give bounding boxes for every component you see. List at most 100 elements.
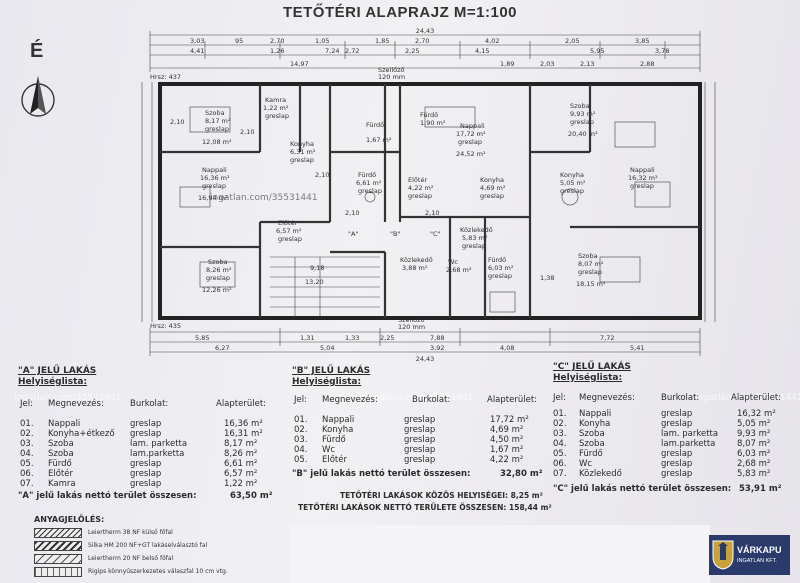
svg-text:Nappali: Nappali [630,166,655,174]
apartment-a-total-label: "A" jelű lakás nettó terület összesen: [18,491,197,501]
cell-floor: greslap [404,435,436,445]
cell-floor: greslap [661,409,693,419]
cell-name: Szoba [48,439,74,449]
cell-floor: greslap [661,469,693,479]
svg-text:6,03 m²: 6,03 m² [488,264,514,272]
cell-name: Konyha [322,425,354,435]
cell-jel: 04. [294,445,308,455]
cell-jel: 05. [294,455,308,465]
varkapu-logo: VÁRKAPU INGATLAN KFT. [709,535,790,575]
svg-text:5,95: 5,95 [590,47,604,55]
apartment-c-total-label: "C" jelű lakás nettó terület összesen: [553,484,732,494]
cell-area: 4,69 m² [490,425,524,435]
col-floor: Burkolat: [412,395,451,405]
apartment-c-title: "C" JELŰ LAKÁS [553,362,631,372]
cell-floor: lam.parketta [661,439,716,449]
svg-text:9,93 m²: 9,93 m² [570,110,596,118]
cell-floor: greslap [130,419,162,429]
svg-text:Közlekedő: Közlekedő [400,255,433,264]
cell-jel: 05. [20,459,34,469]
cell-floor: greslap [404,445,436,455]
svg-text:24,52 m²: 24,52 m² [456,150,486,158]
cell-jel: 02. [553,419,567,429]
svg-text:greslap: greslap [205,125,229,133]
cell-name: Kamra [48,479,76,489]
svg-text:Fürdő: Fürdő [488,255,506,264]
svg-text:Közlekedő: Közlekedő [460,225,493,234]
cell-jel: 03. [553,429,567,439]
coat-of-arms-icon [712,540,734,570]
cell-name: Szoba [579,439,605,449]
svg-text:Konyha: Konyha [480,176,504,184]
svg-text:1,26: 1,26 [270,47,284,55]
cell-name: Fürdő [579,449,603,459]
col-jel: Jel: [20,399,33,409]
svg-text:17,72 m²: 17,72 m² [456,130,486,138]
cell-area: 5,05 m² [737,419,771,429]
cell-name: Fürdő [48,459,72,469]
svg-text:greslap: greslap [630,182,654,190]
svg-text:greslap: greslap [578,268,602,276]
apartment-c-table: "C" JELŰ LAKÁS Helyiséglista: Jel: Megne… [553,362,785,507]
svg-text:5,05 m²: 5,05 m² [560,179,586,187]
svg-text:6,27: 6,27 [215,344,229,352]
svg-text:Szoba: Szoba [205,109,225,117]
svg-text:Hrsz: 437: Hrsz: 437 [150,73,181,81]
svg-text:greslap: greslap [488,272,512,280]
col-area: Alapterület: [731,393,782,403]
svg-text:Szellőző: Szellőző [378,65,405,74]
cell-floor: greslap [130,459,162,469]
svg-text:greslap: greslap [480,192,504,200]
svg-text:5,83 m²: 5,83 m² [462,234,488,242]
cell-floor: lam.parketta [130,449,185,459]
cell-name: Előtér [48,469,73,479]
col-floor: Burkolat: [130,399,169,409]
svg-text:3,03: 3,03 [190,37,204,45]
svg-text:Nappali: Nappali [202,166,227,174]
cell-area: 1,67 m² [490,445,524,455]
svg-text:3,88 m²: 3,88 m² [402,264,428,272]
svg-text:greslap: greslap [278,235,302,243]
cell-area: 4,50 m² [490,435,524,445]
cell-floor: greslap [404,415,436,425]
svg-text:1,89: 1,89 [500,60,514,68]
svg-text:95: 95 [235,37,243,45]
cell-name: Nappali [48,419,81,429]
svg-text:2,70: 2,70 [270,37,284,45]
cell-floor: greslap [661,419,693,429]
blank-paper-area [290,525,710,583]
svg-text:greslap: greslap [408,192,432,200]
svg-text:4,69 m²: 4,69 m² [480,184,506,192]
apartment-c-subtitle: Helyiséglista: [553,373,623,383]
cell-name: Szoba [579,429,605,439]
legend-swatch [34,528,82,538]
svg-text:2,25: 2,25 [405,47,419,55]
svg-text:7,72: 7,72 [600,334,614,342]
svg-text:2,72: 2,72 [345,47,359,55]
svg-text:12,26 m²: 12,26 m² [202,286,232,294]
svg-text:2,88: 2,88 [640,60,654,68]
cell-name: Nappali [322,415,355,425]
svg-text:1,05: 1,05 [315,37,329,45]
col-name: Megnevezés: [322,395,378,405]
svg-text:4,22 m²: 4,22 m² [408,184,434,192]
col-jel: Jel: [294,395,307,405]
svg-text:greslap: greslap [462,242,486,250]
svg-text:1,67 m²: 1,67 m² [366,136,392,144]
cell-jel: 01. [20,419,34,429]
svg-text:1,38: 1,38 [540,274,554,282]
col-name: Megnevezés: [48,399,104,409]
cell-name: Nappali [579,409,612,419]
svg-text:6,31 m²: 6,31 m² [290,148,316,156]
svg-text:Előtér: Előtér [278,218,297,227]
cell-area: 6,61 m² [224,459,258,469]
svg-text:2,03: 2,03 [540,60,554,68]
svg-text:Fürdő: Fürdő [420,110,438,119]
svg-text:4,41: 4,41 [190,47,204,55]
cell-name: Konyha+étkező [48,429,115,439]
svg-text:8,26 m²: 8,26 m² [206,266,232,274]
watermark: ingatlan.com/35531441 [695,393,800,403]
svg-text:2,68 m²: 2,68 m² [446,266,472,274]
